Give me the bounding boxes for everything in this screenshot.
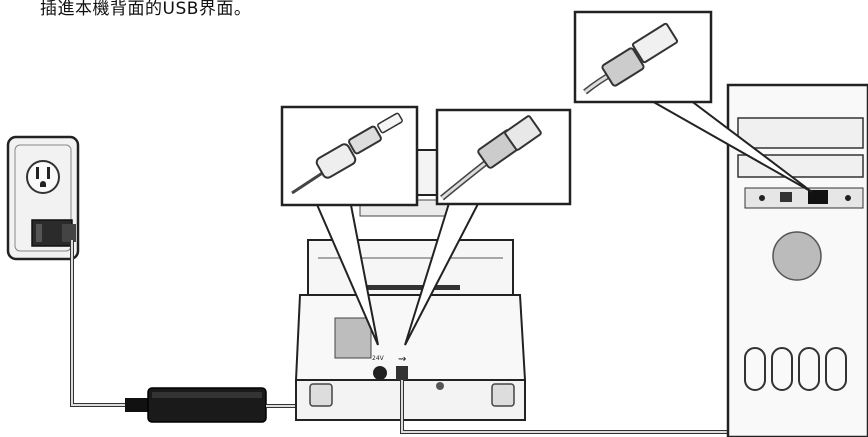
instruction-caption: 插進本機背面的USB界面。 xyxy=(40,0,252,19)
usb-port-label: ⇝ xyxy=(398,354,406,365)
power-adapter-icon xyxy=(125,387,267,423)
usb-b-callout xyxy=(404,108,572,346)
usb-a-callout xyxy=(573,10,813,193)
dc-plug-callout xyxy=(280,105,419,346)
dc-port-label: 24V xyxy=(372,355,385,362)
computer-tower-icon xyxy=(726,83,868,437)
dc-plug-icon xyxy=(291,112,403,195)
usb-b-plug-icon xyxy=(440,115,542,201)
power-plug-icon xyxy=(31,219,76,247)
usb-a-plug-icon xyxy=(583,22,679,95)
